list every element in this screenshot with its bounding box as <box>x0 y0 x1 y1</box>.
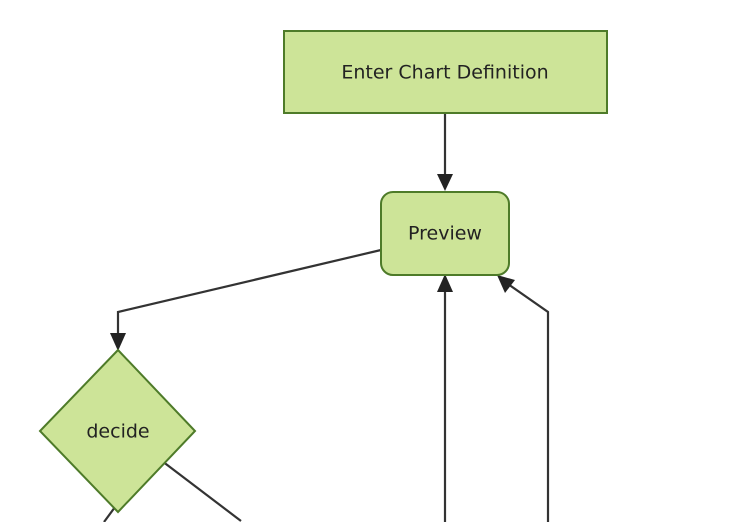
edge-group <box>103 113 550 522</box>
arrowhead-icon <box>437 174 453 191</box>
node-label: decide <box>86 421 149 443</box>
arrowhead-icon <box>497 275 515 293</box>
node-shape-rectangle <box>283 30 608 114</box>
edge-bottom-center-to-preview[interactable] <box>437 274 453 522</box>
node-shape-rounded-rectangle <box>380 191 510 276</box>
edge-enter-to-preview[interactable] <box>437 113 453 191</box>
arrowhead-icon <box>110 333 126 351</box>
node-label: Preview <box>408 223 482 245</box>
arrowhead-icon <box>437 274 453 292</box>
edge-decide-bottom-right[interactable] <box>161 460 242 522</box>
node-label: Enter Chart Definition <box>341 62 548 84</box>
node-group: Enter Chart Definition Preview decide <box>38 30 608 514</box>
edge-line <box>116 248 382 339</box>
edge-bottom-right-to-preview[interactable] <box>497 275 550 522</box>
node-shape-diamond <box>38 348 197 514</box>
node-enter-chart-definition[interactable]: Enter Chart Definition <box>283 30 608 114</box>
node-decide[interactable]: decide <box>38 348 197 514</box>
edge-preview-to-decide[interactable] <box>110 248 382 351</box>
edge-line <box>161 460 242 522</box>
node-preview[interactable]: Preview <box>380 191 510 276</box>
edge-line <box>507 283 550 522</box>
